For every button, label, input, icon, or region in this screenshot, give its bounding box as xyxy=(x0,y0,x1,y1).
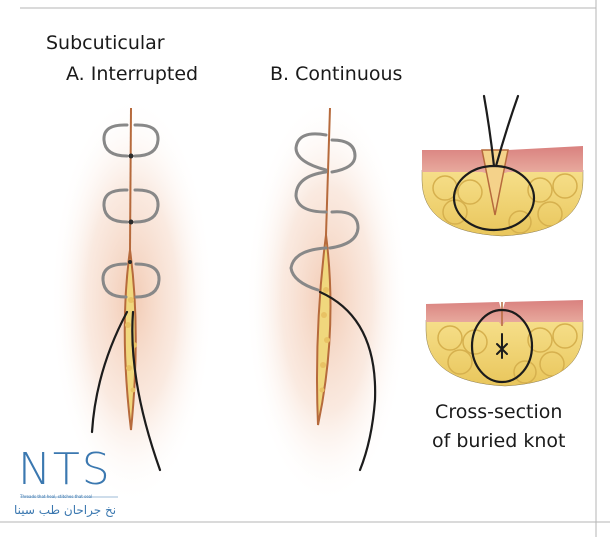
logo-tagline: Threads that heal, stitches that seal xyxy=(20,494,93,499)
continuous-loops-b xyxy=(289,132,360,292)
dermis-bottom xyxy=(426,300,583,326)
logo-letters: NTS xyxy=(18,444,112,495)
caption-line-2: of buried knot xyxy=(432,430,566,452)
suture-ends-a xyxy=(90,310,162,472)
suture-end-b xyxy=(318,290,377,472)
incision-line-a xyxy=(129,107,132,251)
panel-b-continuous xyxy=(245,95,409,505)
wound-opening-a xyxy=(123,249,137,431)
incision-line-b xyxy=(325,107,331,236)
cross-section-caption: Cross-section of buried knot xyxy=(432,398,565,456)
buried-loops-a xyxy=(101,123,161,299)
caption-line-1: Cross-section xyxy=(435,401,563,423)
panel-a-interrupted xyxy=(50,95,214,505)
panel-b-label: B. Continuous xyxy=(270,63,403,85)
cross-section-top xyxy=(421,94,584,237)
wound-opening-b xyxy=(316,234,332,426)
suture-loop-bottom xyxy=(470,308,534,384)
cross-section-bottom xyxy=(425,300,584,387)
figure-title: Subcuticular xyxy=(46,32,165,54)
buried-knots-a xyxy=(128,153,134,264)
fat-lobules-b xyxy=(319,287,330,393)
panel-a-label: A. Interrupted xyxy=(66,63,199,85)
buried-knot-bottom xyxy=(496,333,508,359)
logo-arabic-text: نخ جراحان طب سینا xyxy=(14,503,117,517)
suture-ends-top xyxy=(482,94,520,168)
